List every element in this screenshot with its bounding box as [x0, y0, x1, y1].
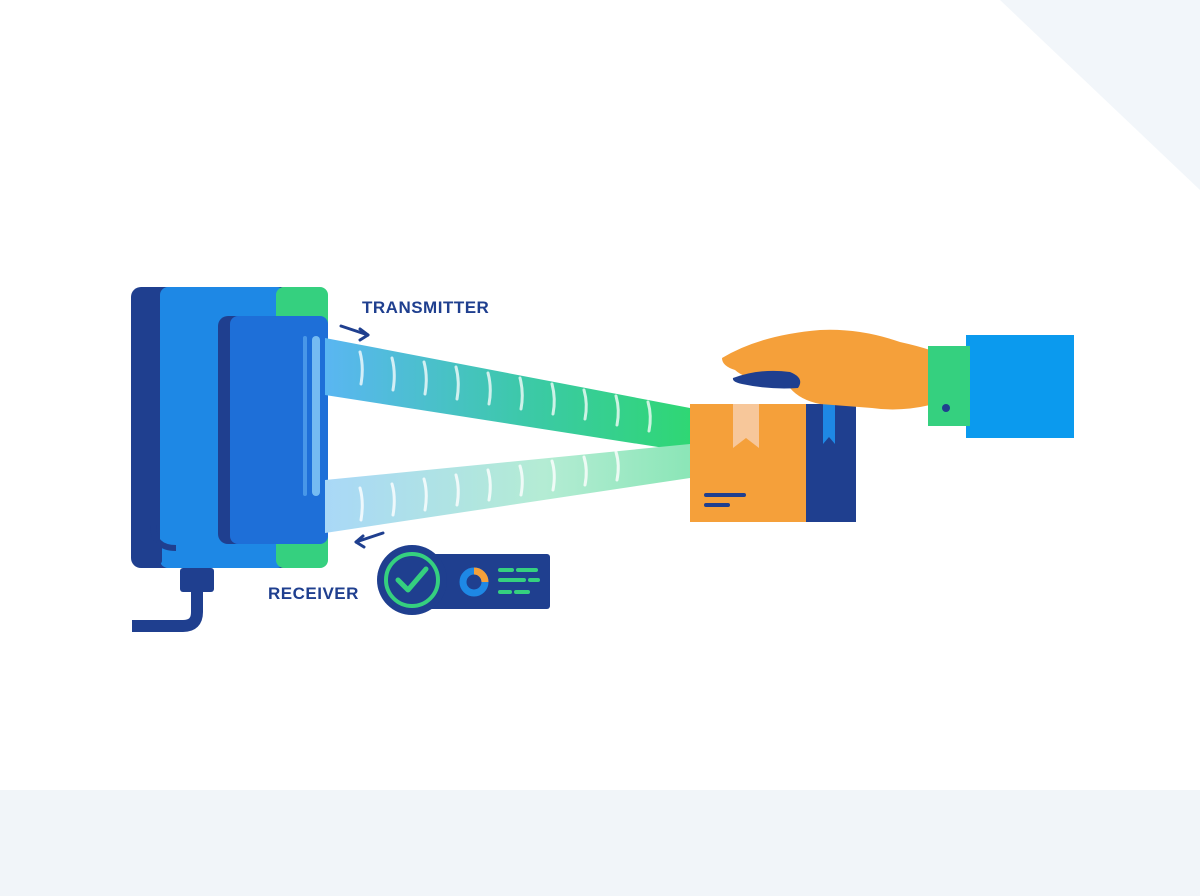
cardboard-box-icon — [690, 404, 856, 522]
data-lines-icon — [498, 568, 540, 594]
photoelectric-sensor-icon — [131, 287, 328, 568]
transmitter-label: TRANSMITTER — [362, 298, 490, 317]
light-beam-icon — [325, 338, 690, 452]
return-beam — [325, 444, 690, 533]
receiver-arrow-icon — [354, 531, 385, 549]
sensor-cable — [132, 568, 214, 632]
donut-gauge-icon — [459, 567, 489, 597]
checkmark-status-icon — [395, 566, 429, 593]
hand-icon — [722, 329, 1074, 438]
transmitter-arrow-icon — [339, 324, 370, 342]
receiver-label: RECEIVER — [268, 584, 359, 603]
floor-band — [0, 790, 1200, 896]
status-display — [377, 545, 550, 615]
